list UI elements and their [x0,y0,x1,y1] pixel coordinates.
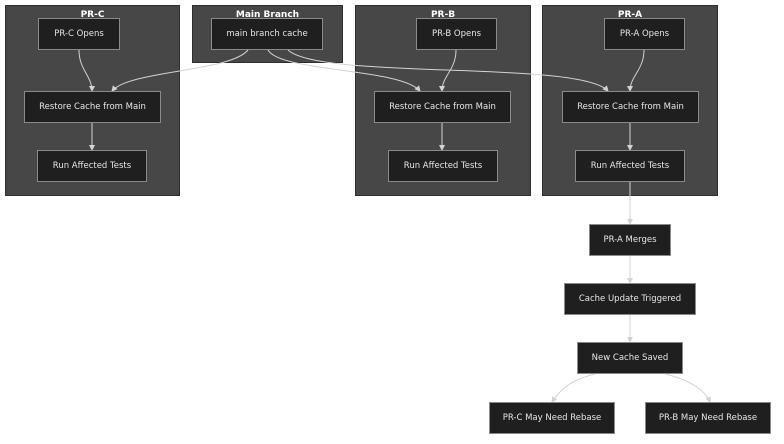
cluster-title-pr-a: PR-A [617,10,643,20]
node-prb-opens[interactable]: PR-B Opens [416,18,497,50]
node-pra-restore-cache[interactable]: Restore Cache from Main [562,91,699,123]
node-main-branch-cache[interactable]: main branch cache [211,18,323,50]
cluster-title-main-branch: Main Branch [235,10,300,20]
edge-new-cache-to-prb-rebase [664,373,711,403]
node-prc-may-need-rebase[interactable]: PR-C May Need Rebase [489,402,615,434]
node-pra-merges[interactable]: PR-A Merges [589,224,671,256]
node-prb-restore-cache[interactable]: Restore Cache from Main [374,91,511,123]
edge-main-to-prb-restore [267,49,421,92]
node-pra-run-tests[interactable]: Run Affected Tests [575,150,685,182]
edge-prc-opens-to-restore [78,49,95,92]
edge-main-to-pra-restore [287,49,609,92]
node-prb-may-need-rebase[interactable]: PR-B May Need Rebase [645,402,771,434]
node-prc-restore-cache[interactable]: Restore Cache from Main [24,91,161,123]
node-new-cache-saved[interactable]: New Cache Saved [577,342,683,374]
node-prc-opens[interactable]: PR-C Opens [38,18,120,50]
edge-prb-opens-to-restore [439,49,457,92]
node-cache-update-triggered[interactable]: Cache Update Triggered [564,283,696,315]
edge-new-cache-to-prc-rebase [551,373,596,403]
node-prc-run-tests[interactable]: Run Affected Tests [37,150,147,182]
cluster-title-pr-b: PR-B [430,10,456,20]
edge-main-to-prc-restore [111,49,249,92]
cluster-title-pr-c: PR-C [80,10,105,20]
node-pra-opens[interactable]: PR-A Opens [604,18,685,50]
edge-pra-opens-to-restore [627,49,645,92]
node-prb-run-tests[interactable]: Run Affected Tests [388,150,498,182]
